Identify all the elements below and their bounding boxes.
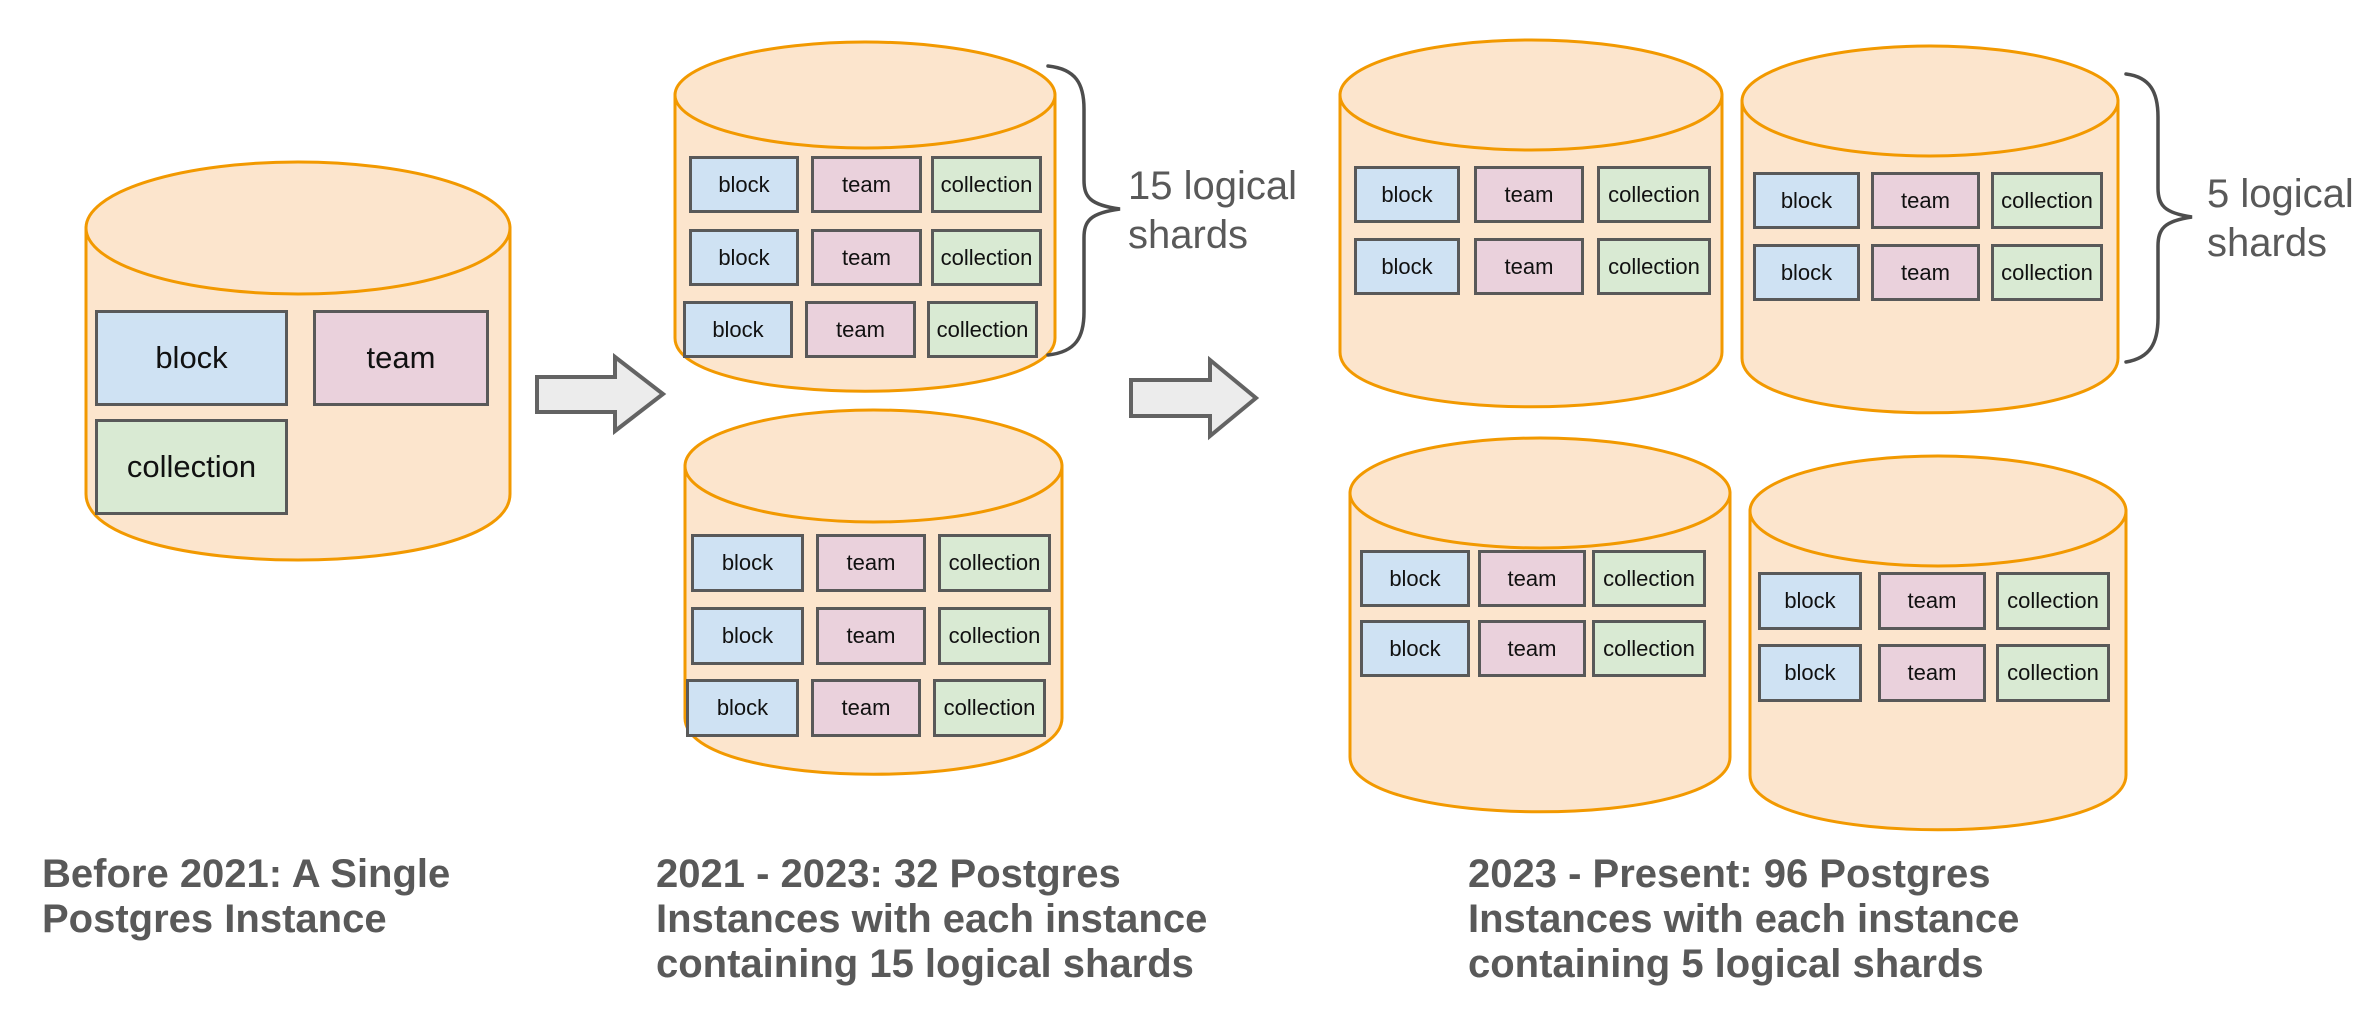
brace-15-shards (1046, 64, 1121, 357)
shard-box-collection: collection (1597, 238, 1711, 295)
shard-box-block: block (691, 607, 804, 665)
shard-box-block: block (691, 534, 804, 592)
shard-box-collection: collection (933, 679, 1046, 737)
shard-box-team: team (811, 229, 922, 286)
shard-box-team: team (313, 310, 489, 406)
shard-box-collection: collection (938, 607, 1051, 665)
shard-box-collection: collection (931, 156, 1042, 213)
shard-box-team: team (1478, 620, 1586, 677)
caption-2021-2023: 2021 - 2023: 32 Postgres Instances with … (656, 852, 1208, 986)
shard-box-block: block (686, 679, 799, 737)
shard-box-collection: collection (938, 534, 1051, 592)
shard-box-block: block (1758, 572, 1862, 630)
shard-box-collection: collection (1592, 620, 1706, 677)
cylinder-2023-top-left (1338, 38, 1724, 409)
shard-box-block: block (1360, 620, 1470, 677)
shard-box-team: team (1474, 238, 1584, 295)
shard-box-block: block (1758, 644, 1862, 702)
shard-box-block: block (1753, 244, 1860, 301)
shard-box-team: team (1871, 244, 1980, 301)
label-15-logical-shards: 15 logical shards (1128, 164, 1298, 257)
shard-box-team: team (1878, 644, 1986, 702)
shard-box-collection: collection (1996, 572, 2110, 630)
shard-box-team: team (1478, 550, 1586, 607)
shard-box-block: block (689, 229, 799, 286)
caption-before-2021: Before 2021: A Single Postgres Instance (42, 852, 451, 941)
shard-box-collection: collection (931, 229, 1042, 286)
shard-box-collection: collection (1597, 166, 1711, 223)
shard-box-block: block (689, 156, 799, 213)
shard-box-collection: collection (927, 301, 1038, 358)
shard-box-block: block (1354, 238, 1460, 295)
shard-box-team: team (1871, 172, 1980, 229)
cylinder-2023-top-right (1740, 44, 2120, 415)
arrow-right-icon (535, 352, 667, 436)
shard-box-team: team (816, 534, 926, 592)
shard-box-collection: collection (1991, 244, 2103, 301)
cylinder-2023-bottom-right (1748, 454, 2128, 832)
shard-box-team: team (1474, 166, 1584, 223)
shard-box-block: block (1753, 172, 1860, 229)
label-5-logical-shards: 5 logical shards (2207, 172, 2354, 265)
arrow-right-icon (1129, 355, 1260, 441)
shard-box-team: team (811, 156, 922, 213)
brace-5-shards (2124, 72, 2193, 364)
shard-box-block: block (1360, 550, 1470, 607)
shard-box-collection: collection (95, 419, 288, 515)
caption-2023-present: 2023 - Present: 96 Postgres Instances wi… (1468, 852, 2020, 986)
shard-box-team: team (805, 301, 916, 358)
shard-box-block: block (1354, 166, 1460, 223)
shard-box-block: block (683, 301, 793, 358)
shard-box-block: block (95, 310, 288, 406)
shard-box-team: team (1878, 572, 1986, 630)
shard-box-team: team (811, 679, 921, 737)
shard-box-collection: collection (1996, 644, 2110, 702)
shard-box-collection: collection (1991, 172, 2103, 229)
shard-box-team: team (816, 607, 926, 665)
shard-box-collection: collection (1592, 550, 1706, 607)
